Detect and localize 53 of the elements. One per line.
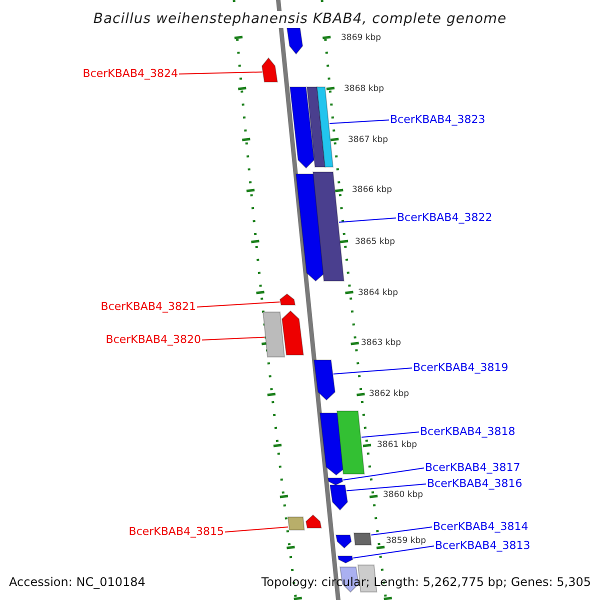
gene-label: BcerKBAB4_3824 [82, 68, 178, 79]
gene-block [305, 514, 322, 528]
scale-label: 3863 kbp [361, 339, 402, 348]
footer-text: Accession: NC_010184 [9, 576, 146, 588]
gene-block [279, 293, 296, 306]
scale-label: 3862 kbp [369, 390, 410, 398]
scale-label: 3859 kbp [386, 537, 426, 546]
scale-label: 3867 kbp [348, 136, 388, 144]
gene-block [261, 57, 278, 82]
gene-block [286, 28, 304, 55]
gene-block [335, 534, 352, 549]
gene-label: BcerKBAB4_3823 [390, 114, 486, 125]
gene-block [281, 310, 304, 356]
gene-block [336, 410, 365, 474]
leader-line [332, 368, 412, 374]
scale-label: 3868 kbp [344, 85, 384, 94]
leader-line [196, 302, 280, 308]
gene-label: BcerKBAB4_3817 [425, 462, 520, 473]
gene-label: BcerKBAB4_3820 [106, 334, 201, 345]
gene-label: BcerKBAB4_3822 [397, 212, 492, 223]
leader-line [370, 526, 432, 536]
gene-block [306, 86, 326, 168]
scale-label: 3864 kbp [358, 289, 398, 298]
leader-line [338, 218, 396, 223]
scale-label: 3866 kbp [352, 186, 392, 194]
gene-block [353, 532, 372, 546]
scale-label: 3860 kbp [383, 491, 424, 500]
scale-label: 3861 kbp [377, 441, 418, 450]
scale-label: 3869 kbp [341, 34, 382, 42]
gene-block [287, 516, 305, 530]
gene-block [313, 360, 336, 401]
gene-label: BcerKBAB4_3818 [420, 426, 516, 437]
gene-block [312, 172, 344, 282]
gene-label: BcerKBAB4_3816 [427, 478, 522, 489]
gene-block [289, 86, 315, 169]
leader-line [361, 432, 420, 438]
leader-line [178, 72, 263, 74]
scale-label: 3865 kbp [355, 238, 396, 246]
leader-line [352, 546, 434, 558]
gene-label: BcerKBAB4_3819 [413, 362, 508, 373]
leader-line [329, 120, 390, 124]
leader-line [346, 484, 426, 492]
gene-label: BcerKBAB4_3813 [435, 540, 530, 551]
gene-label: BcerKBAB4_3821 [100, 301, 196, 312]
gene-block [262, 312, 286, 358]
gene-block [316, 86, 334, 168]
gene-label: BcerKBAB4_3814 [433, 521, 528, 532]
footer-text: Topology: circular; Length: 5,262,775 bp; Genes: 5,305 [261, 576, 591, 588]
leader-line [342, 468, 424, 480]
gene-block [337, 556, 354, 564]
leader-line [224, 526, 288, 532]
gene-label: BcerKBAB4_3815 [128, 526, 224, 537]
leader-line [202, 336, 266, 340]
